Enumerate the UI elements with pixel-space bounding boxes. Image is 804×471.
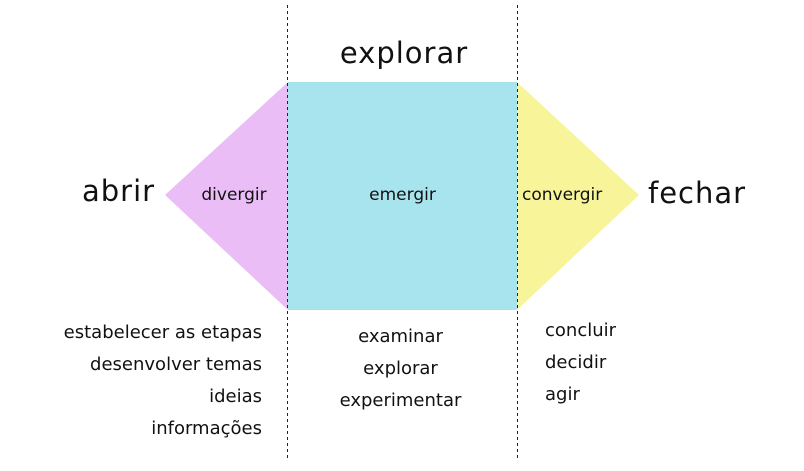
close-label: fechar <box>648 176 747 210</box>
list-item: ideias <box>209 386 262 407</box>
converge-label: convergir <box>522 185 603 205</box>
diverge-list: estabelecer as etapas desenvolver temas … <box>64 317 262 445</box>
emerge-label: emergir <box>369 185 436 205</box>
emerge-list: examinar explorar experimentar <box>288 321 513 417</box>
list-item: agir <box>545 384 580 405</box>
converge-list: concluir decidir agir <box>545 315 616 411</box>
diverge-triangle <box>165 82 288 310</box>
list-item: desenvolver temas <box>90 354 262 375</box>
converge-triangle <box>517 82 639 310</box>
open-label: abrir <box>82 174 156 208</box>
list-item: decidir <box>545 352 607 373</box>
diverge-label: divergir <box>201 185 267 205</box>
list-item: explorar <box>363 358 438 379</box>
emerge-rectangle <box>288 82 517 310</box>
title: explorar <box>339 36 469 70</box>
list-item: experimentar <box>339 390 462 411</box>
list-item: concluir <box>545 320 617 341</box>
list-item: examinar <box>358 326 443 347</box>
list-item: informações <box>151 418 262 439</box>
list-item: estabelecer as etapas <box>63 322 262 343</box>
